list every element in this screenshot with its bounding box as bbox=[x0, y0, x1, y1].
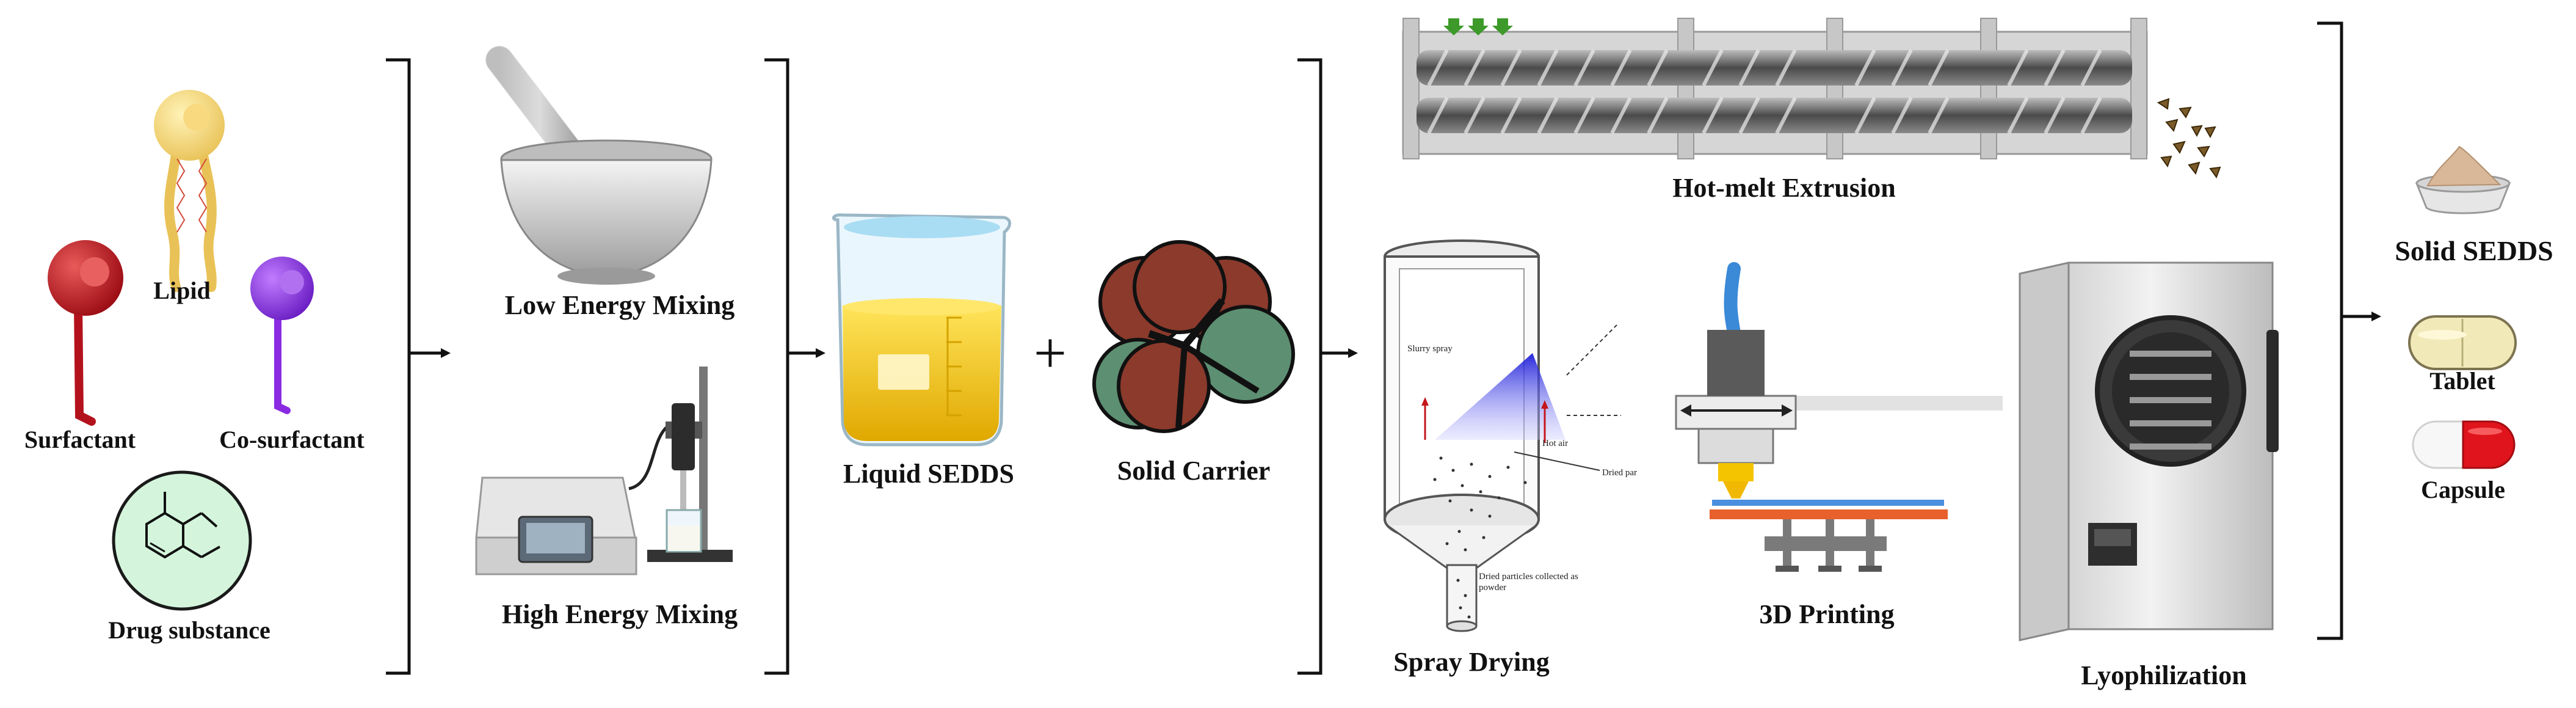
bracket-2 bbox=[764, 58, 825, 675]
lyophilizer-icon bbox=[2019, 261, 2279, 641]
spray-drying-label: Spray Drying bbox=[1393, 647, 1550, 677]
homogenizer-icon bbox=[475, 367, 733, 575]
bracket-3 bbox=[1297, 58, 1358, 675]
collected-label-1: Dried particles collected as bbox=[1479, 572, 1578, 582]
collected-label-2: powder bbox=[1479, 583, 1506, 593]
3d-printing-label: 3D Printing bbox=[1759, 599, 1895, 629]
dried-particles-label: Dried par bbox=[1602, 468, 1637, 478]
solid-carrier-icon bbox=[1092, 240, 1295, 433]
drug-structure-icon bbox=[112, 470, 252, 611]
3d-printer-icon bbox=[1675, 262, 2003, 572]
spray-dryer-icon: Slurry spray Hot air Dried par Dried par… bbox=[1384, 239, 1637, 632]
slurry-spray-label: Slurry spray bbox=[1407, 344, 1453, 354]
bracket-4 bbox=[2317, 21, 2381, 640]
mortar-pestle-icon bbox=[485, 46, 713, 285]
powder-dish-icon bbox=[2415, 145, 2511, 214]
tablet-label: Tablet bbox=[2429, 367, 2495, 395]
lipid-label: Lipid bbox=[153, 277, 211, 304]
surfactant-molecule-icon bbox=[48, 240, 123, 426]
liquid-sedds-label: Liquid SEDDS bbox=[843, 459, 1015, 489]
co-surfactant-label: Co-surfactant bbox=[219, 426, 365, 453]
hot-melt-extruder-icon bbox=[1402, 18, 2221, 179]
hot-air-label: Hot air bbox=[1542, 439, 1568, 448]
lipid-molecule-icon bbox=[154, 90, 225, 292]
beaker-icon bbox=[832, 213, 1012, 447]
capsule-label: Capsule bbox=[2421, 476, 2505, 503]
surfactant-label: Surfactant bbox=[24, 426, 136, 453]
capsule-icon bbox=[2412, 420, 2516, 469]
low-energy-mixing-label: Low Energy Mixing bbox=[504, 290, 735, 320]
lyophilization-label: Lyophilization bbox=[2081, 660, 2247, 690]
solid-sedds-label: Solid SEDDS bbox=[2395, 235, 2553, 266]
high-energy-mixing-label: High Energy Mixing bbox=[501, 599, 738, 629]
plus-sign: + bbox=[1033, 320, 1067, 385]
bracket-1 bbox=[386, 58, 451, 675]
drug-substance-label: Drug substance bbox=[108, 616, 270, 644]
tablet-icon bbox=[2408, 315, 2517, 370]
solid-carrier-label: Solid Carrier bbox=[1117, 456, 1271, 486]
co-surfactant-molecule-icon bbox=[250, 257, 314, 414]
hot-melt-extrusion-label: Hot-melt Extrusion bbox=[1672, 173, 1896, 203]
